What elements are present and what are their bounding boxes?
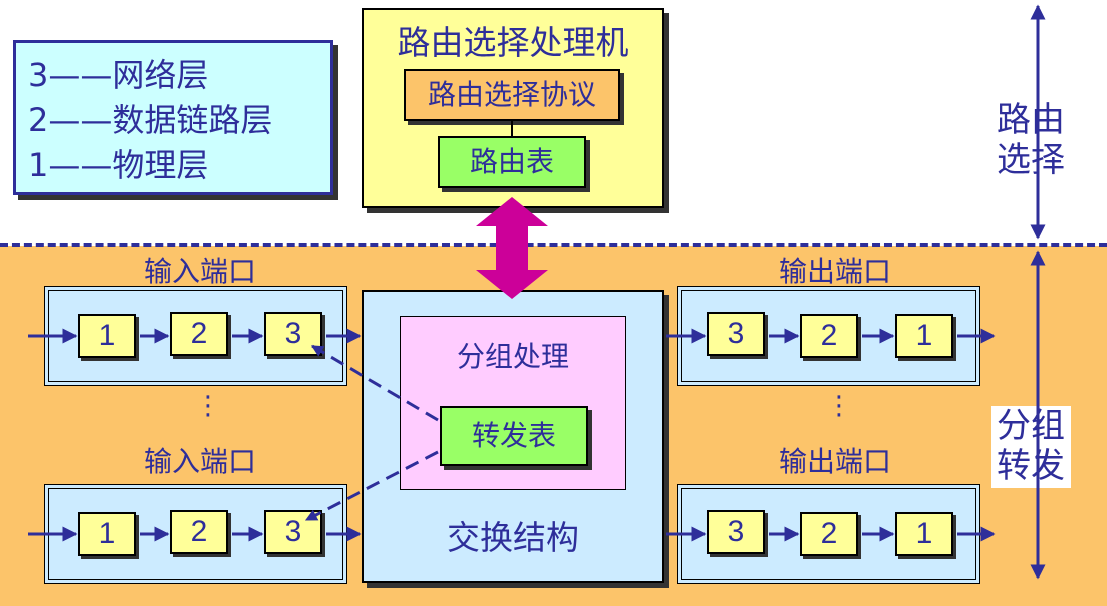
input-bottom-cell-physical: 1 — [78, 512, 136, 556]
input-port-label-top: 输入端口 — [143, 255, 256, 288]
input-top-cell-datalink: 2 — [170, 312, 228, 356]
output-bottom-cell-physical: 1 — [895, 512, 953, 556]
input-bottom-cell-network: 3 — [264, 510, 322, 554]
input-bottom-cell-datalink: 2 — [170, 510, 228, 554]
output-bottom-cell-network: 3 — [707, 510, 765, 554]
forwarding-side-label-line2: 转发 — [997, 446, 1065, 486]
input-top-cell-physical: 1 — [78, 314, 136, 358]
routing-side-label-line2: 选择 — [997, 140, 1065, 180]
output-top-cell-network: 3 — [707, 312, 765, 356]
legend-line-physical: 1——物理层 — [28, 146, 209, 184]
protocol-table-connector — [511, 121, 513, 136]
output-bottom-cell-datalink: 2 — [800, 512, 858, 556]
input-ellipsis: ⋮ — [195, 391, 221, 421]
forwarding-side-label-line1: 分组 — [997, 406, 1065, 446]
routing-protocol-box: 路由选择协议 — [404, 69, 620, 121]
legend-line-datalink: 2——数据链路层 — [28, 101, 273, 139]
routing-side-label: 路由 选择 — [991, 100, 1071, 182]
routing-processor-title: 路由选择处理机 — [397, 23, 629, 62]
input-port-label-bottom: 输入端口 — [143, 445, 256, 478]
output-top-cell-physical: 1 — [895, 314, 953, 358]
routing-side-label-line1: 路由 — [997, 100, 1065, 140]
output-ellipsis: ⋮ — [826, 391, 852, 421]
forwarding-table-box: 转发表 — [440, 406, 588, 466]
plane-divider-dashed-line — [0, 243, 1107, 247]
packet-processing-label: 分组处理 — [456, 340, 569, 373]
legend-line-network: 3——网络层 — [28, 56, 209, 94]
routing-table-box: 路由表 — [438, 136, 586, 188]
output-port-label-bottom: 输出端口 — [778, 445, 891, 478]
forwarding-side-label: 分组 转发 — [991, 406, 1071, 488]
layer-legend: 3——网络层 2——数据链路层 1——物理层 — [13, 40, 333, 195]
output-port-label-top: 输出端口 — [778, 255, 891, 288]
switch-fabric-label: 交换结构 — [447, 518, 579, 557]
output-top-cell-datalink: 2 — [800, 314, 858, 358]
input-top-cell-network: 3 — [264, 312, 322, 356]
